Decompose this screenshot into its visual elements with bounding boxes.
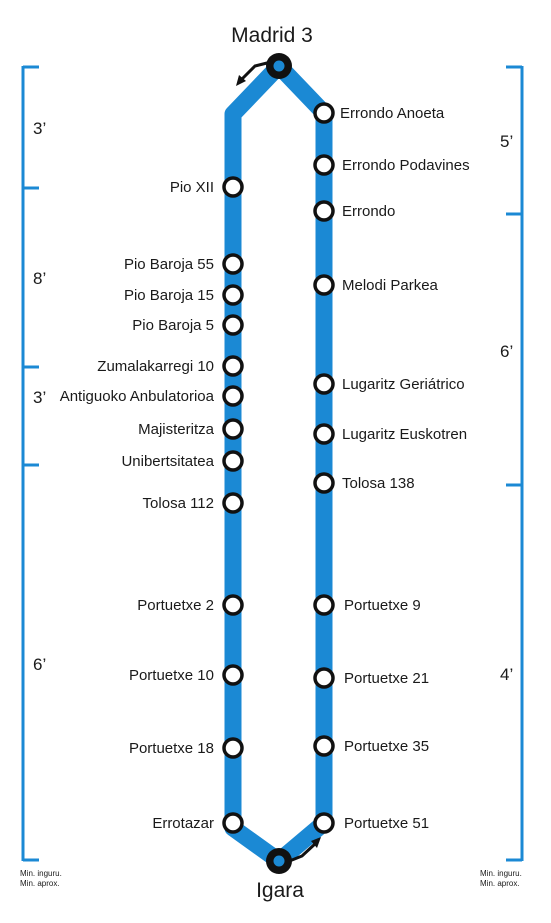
stop-label: Portuetxe 51 [344,815,429,832]
left-stop: Pio Baroja 55 [124,253,244,275]
left-stop: Majisteritza [138,418,244,440]
stop-label: Tolosa 138 [342,475,415,492]
right-stop: Errondo Anoeta [313,102,445,124]
left-stop: Portuetxe 10 [129,664,244,686]
route-line [224,57,333,870]
stop-label: Antiguoko Anbulatorioa [60,388,215,405]
stop-label: Portuetxe 21 [344,670,429,687]
stop-label: Portuetxe 2 [137,597,214,614]
left-time-bracket [21,65,39,862]
stop-label: Errondo Anoeta [340,105,445,122]
segment-time-label: 6’ [500,342,513,361]
stop-label: Portuetxe 18 [129,740,214,757]
end-terminal-label: Igara [256,879,304,902]
time-legend-line: Min. aprox. [20,879,60,888]
start-direction-arrow-icon [236,60,272,86]
left-stop: Tolosa 112 [143,492,244,514]
stop-label: Lugaritz Geriátrico [342,376,465,393]
segment-time-label: 3’ [33,119,46,138]
right-stop: Errondo [313,200,395,222]
left-stop: Unibertsitatea [121,450,244,472]
stop-label: Errotazar [152,815,214,832]
right-stop: Melodi Parkea [313,274,439,296]
left-stop: Antiguoko Anbulatorioa [60,385,244,407]
stop-label: Tolosa 112 [143,495,214,512]
segment-time-label: 6’ [33,655,46,674]
right-stop: Tolosa 138 [313,472,415,494]
terminal-igara-center [273,855,285,867]
right-time-bracket [506,65,524,862]
right-stop: Portuetxe 51 [313,812,429,834]
left-stop: Pio Baroja 15 [124,284,244,306]
right-stop: Portuetxe 21 [313,667,429,689]
stop-label: Errondo Podavines [342,157,470,174]
stop-label: Unibertsitatea [121,453,214,470]
right-stop: Lugaritz Euskotren [313,423,467,445]
left-stop: Errotazar [152,812,244,834]
end-direction-arrow-icon [286,837,321,864]
time-legend-line: Min. inguru. [20,869,62,878]
stop-label: Pio Baroja 15 [124,287,214,304]
segment-time-label: 3’ [33,388,46,407]
time-legend-line: Min. inguru. [480,869,522,878]
segment-time-label: 8’ [33,269,46,288]
left-stop: Pio Baroja 5 [132,314,244,336]
segment-time-label: 4’ [500,665,513,684]
right-stop: Lugaritz Geriátrico [313,373,465,395]
stop-label: Melodi Parkea [342,277,439,294]
left-stop: Portuetxe 2 [137,594,244,616]
terminal-madrid-3-center [273,60,285,72]
stop-label: Pio XII [170,179,214,196]
left-stop: Portuetxe 18 [129,737,244,759]
stop-label: Portuetxe 9 [344,597,421,614]
stop-label: Lugaritz Euskotren [342,426,467,443]
stop-label: Portuetxe 10 [129,667,214,684]
stop-label: Pio Baroja 5 [132,317,214,334]
stop-label: Majisteritza [138,421,215,438]
start-terminal-label: Madrid 3 [231,24,313,47]
stop-label: Pio Baroja 55 [124,256,214,273]
stop-label: Zumalakarregi 10 [97,358,214,375]
right-stop: Portuetxe 9 [313,594,421,616]
stop-label: Errondo [342,203,395,220]
segment-time-label: 5’ [500,132,513,151]
left-stop: Zumalakarregi 10 [97,355,244,377]
right-stop: Portuetxe 35 [313,735,429,757]
right-stop: Errondo Podavines [313,154,470,176]
stop-label: Portuetxe 35 [344,738,429,755]
time-legend-line: Min. aprox. [480,879,520,888]
left-stop: Pio XII [170,176,244,198]
